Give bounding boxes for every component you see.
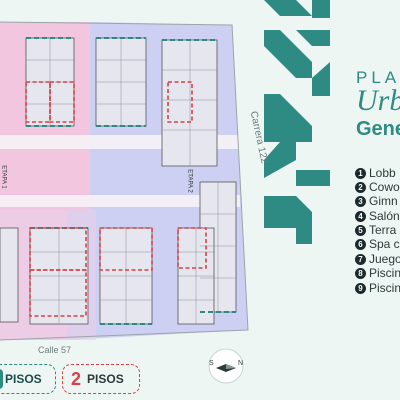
compass-south-label: S [209, 360, 214, 367]
one-floor-badge: PISOS [0, 364, 56, 394]
floor-badge-swatch [0, 369, 3, 389]
floor-badge-text: PISOS [5, 372, 42, 386]
two-floors-badge: 2 PISOS [62, 364, 140, 394]
logo-stripes [264, 0, 330, 244]
amenity-number: 8 [355, 267, 366, 279]
amenity-label: Cowo [369, 180, 400, 194]
amenity-number: 1 [355, 167, 366, 179]
stage2-label: ETAPA 2 [186, 169, 193, 193]
compass-north-label: N [238, 360, 244, 367]
amenity-number: 5 [355, 224, 366, 236]
stage1-label: ETAPA 1 [0, 165, 7, 189]
floor-badge-number: 2 [71, 368, 82, 389]
brand-title-line1: PLA [356, 68, 400, 87]
brand-title-line2: Urb [356, 84, 400, 117]
perimeter-line [0, 21, 249, 341]
amenity-label: Terra [369, 223, 397, 237]
amenity-label: Piscin [369, 281, 400, 295]
amenity-label: Salón [369, 209, 400, 223]
amenity-number: 3 [355, 195, 366, 207]
amenity-number: 7 [355, 253, 366, 265]
amenity-label: Lobb [369, 166, 396, 180]
amenity-number: 4 [355, 210, 366, 222]
amenity-label: Spa c [369, 237, 400, 251]
amenity-label: Gimn [369, 194, 398, 208]
compass-rose [208, 348, 244, 384]
amenity-number: 9 [355, 282, 366, 294]
amenity-number: 2 [355, 181, 366, 193]
amenity-label: Juego [369, 252, 400, 266]
amenity-number: 6 [355, 238, 366, 250]
amenity-label: Piscin [369, 266, 400, 280]
brand-title-line3: Gene [356, 118, 400, 140]
street-calle-label: Calle 57 [38, 345, 72, 355]
parking-strip-lower [0, 195, 240, 207]
floor-badge-text: PISOS [87, 372, 124, 386]
